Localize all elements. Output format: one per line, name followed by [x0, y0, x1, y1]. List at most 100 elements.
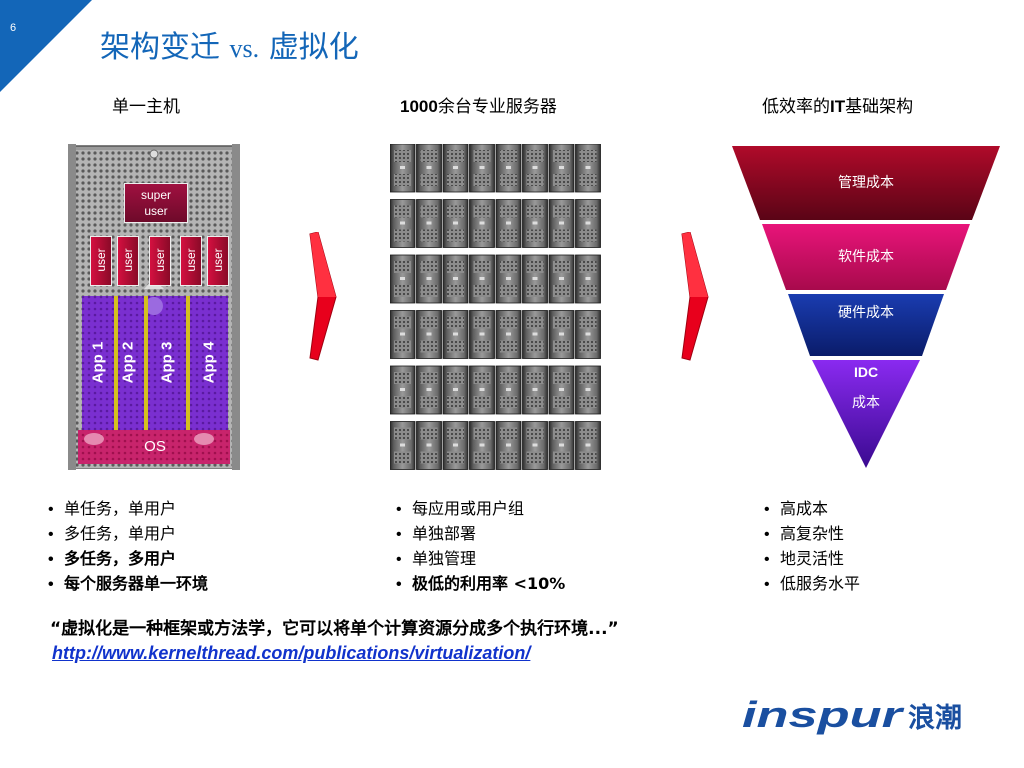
server-unit	[495, 254, 522, 304]
user-label: user	[153, 248, 167, 272]
server-unit	[469, 144, 495, 193]
user-label: user	[121, 248, 135, 272]
source-link[interactable]: http://www.kernelthread.com/publications…	[52, 643, 531, 663]
server-unit	[495, 365, 522, 415]
super-user-label-1: super	[140, 188, 172, 202]
bullet-item: 单独部署	[396, 522, 565, 547]
server-unit	[495, 421, 522, 470]
server-unit	[442, 310, 469, 359]
server-unit	[390, 144, 416, 193]
server-unit	[469, 310, 495, 359]
server-unit	[548, 421, 575, 470]
server-unit	[416, 199, 442, 248]
server-unit	[548, 254, 575, 304]
user-label: user	[211, 248, 225, 272]
svg-text:inspur: inspur	[742, 695, 905, 735]
bullet-list-single-host: 单任务，单用户多任务，单用户多任务，多用户每个服务器单一环境	[48, 497, 208, 597]
user-box: user	[149, 236, 171, 286]
server-unit	[548, 365, 575, 415]
cost-funnel	[732, 146, 1000, 468]
user-box: user	[90, 236, 112, 286]
bullet-item: 每应用或用户组	[396, 497, 565, 522]
column-title-it-pre: 低效率的	[762, 97, 830, 117]
server-unit	[442, 144, 469, 193]
arrow-icon-1	[309, 232, 337, 361]
column-title-it-post: 基础架构	[845, 97, 914, 117]
bullet-item: 极低的利用率 <10%	[396, 572, 565, 597]
funnel-label-hardware: 硬件成本	[838, 305, 894, 321]
title-main: 架构变迁	[100, 30, 220, 65]
bullet-item: 每个服务器单一环境	[48, 572, 208, 597]
server-unit	[416, 365, 442, 415]
server-unit	[522, 421, 548, 470]
bullet-item: 单独管理	[396, 547, 565, 572]
super-user-box: super user	[124, 183, 188, 223]
server-unit	[416, 144, 442, 193]
server-unit	[522, 199, 548, 248]
bullet-item: 高成本	[764, 497, 860, 522]
funnel-segment-hardware	[788, 294, 944, 356]
server-unit	[548, 310, 575, 359]
slide-title: 架构变迁 vs. 虚拟化	[100, 22, 359, 66]
server-unit	[390, 199, 416, 248]
bullet-list-servers: 每应用或用户组单独部署单独管理极低的利用率 <10%	[396, 497, 565, 597]
server-unit	[390, 421, 416, 470]
server-unit	[522, 144, 548, 193]
funnel-segment-management	[732, 146, 1000, 220]
quote-text: “虚拟化是一种框架或方法学，它可以将单个计算资源分成多个执行环境...”	[50, 619, 619, 639]
app-label: App 4	[200, 341, 218, 384]
server-unit	[548, 144, 575, 193]
server-unit	[442, 421, 469, 470]
funnel-label-software: 软件成本	[838, 249, 894, 265]
app-label: App 1	[89, 341, 107, 384]
bullet-list-it: 高成本高复杂性地灵活性低服务水平	[764, 497, 860, 597]
server-unit	[495, 144, 522, 193]
server-unit	[548, 199, 575, 248]
server-unit	[469, 421, 495, 470]
funnel-label-idc: IDC	[853, 364, 879, 380]
user-box: user	[180, 236, 202, 286]
bullet-item: 多任务，多用户	[48, 547, 208, 572]
server-unit	[469, 254, 495, 304]
user-box: user	[207, 236, 229, 286]
slide-number: 6	[10, 22, 17, 34]
server-unit	[390, 365, 416, 415]
title-vs: vs.	[229, 34, 260, 63]
arrow-icon-2	[681, 232, 709, 361]
corner-decoration	[0, 0, 92, 92]
bullet-item: 多任务，单用户	[48, 522, 208, 547]
bullet-item: 单任务，单用户	[48, 497, 208, 522]
column-title-servers-text: 余台专业服务器	[437, 97, 557, 117]
column-title-it-it: IT	[830, 97, 846, 116]
funnel-label-idc-cost: 成本	[852, 395, 880, 411]
column-title-single-host: 单一主机	[112, 97, 180, 117]
bullet-item: 高复杂性	[764, 522, 860, 547]
user-label: user	[94, 248, 108, 272]
server-unit	[442, 254, 469, 304]
server-unit	[495, 199, 522, 248]
os-label: OS	[144, 438, 166, 455]
bullet-item: 低服务水平	[764, 572, 860, 597]
inspur-logo: inspur 浪潮	[742, 695, 962, 735]
server-unit	[522, 254, 548, 304]
server-unit	[575, 199, 601, 248]
bullet-item: 地灵活性	[764, 547, 860, 572]
server-unit	[469, 199, 495, 248]
user-label: user	[184, 248, 198, 272]
column-title-servers: 1000余台专业服务器	[400, 92, 557, 117]
column-title-servers-num: 1000	[400, 97, 438, 116]
server-unit	[416, 254, 442, 304]
server-unit	[442, 199, 469, 248]
user-box: user	[117, 236, 139, 286]
server-unit	[575, 421, 601, 470]
server-unit	[442, 365, 469, 415]
title-tail: 虚拟化	[268, 30, 359, 65]
svg-text:浪潮: 浪潮	[908, 702, 962, 734]
funnel-segment-software	[762, 224, 970, 290]
server-unit	[575, 365, 601, 415]
server-unit	[522, 310, 548, 359]
funnel-label-management: 管理成本	[838, 175, 894, 191]
app-label: App 3	[158, 341, 176, 384]
app-label: App 2	[119, 341, 137, 384]
server-unit	[495, 310, 522, 359]
